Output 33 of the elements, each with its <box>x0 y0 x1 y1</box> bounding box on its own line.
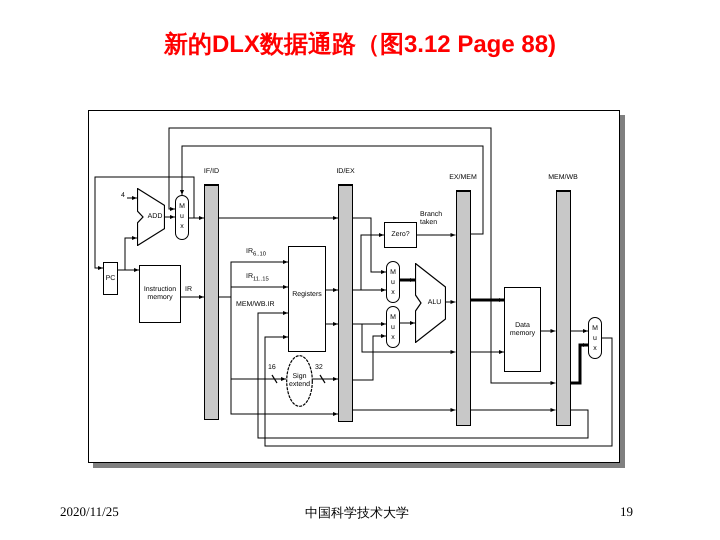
arrow <box>570 343 588 384</box>
arrow <box>570 329 588 333</box>
arrow <box>470 298 504 302</box>
arrow <box>264 335 612 446</box>
arrow <box>326 288 338 292</box>
arrow <box>416 233 456 237</box>
arrow <box>326 322 338 326</box>
arrow <box>470 408 556 412</box>
arrow <box>118 236 138 270</box>
arrow <box>94 176 194 270</box>
arrow <box>540 329 556 333</box>
arrow <box>312 377 338 381</box>
arrow <box>126 196 138 200</box>
arrow <box>180 146 484 234</box>
arrow <box>180 295 204 299</box>
arrow <box>164 215 176 219</box>
title: 新的DLX数据通路（图3.12 Page 88) <box>162 30 558 60</box>
arrow <box>352 288 386 292</box>
arrow <box>258 311 588 438</box>
arrow <box>168 128 492 300</box>
arrow <box>352 218 386 274</box>
arrow <box>218 216 338 220</box>
arrow <box>400 278 415 282</box>
footer-text: 中国科学技术大学 <box>305 505 409 522</box>
arrow <box>352 324 456 354</box>
arrow <box>446 300 456 304</box>
arrow <box>470 350 504 354</box>
arrow <box>352 408 456 412</box>
arrow <box>352 334 386 380</box>
page-number: 19 <box>620 504 633 520</box>
arrow <box>400 321 416 325</box>
arrow <box>218 296 338 416</box>
date: 2020/11/25 <box>60 504 119 520</box>
